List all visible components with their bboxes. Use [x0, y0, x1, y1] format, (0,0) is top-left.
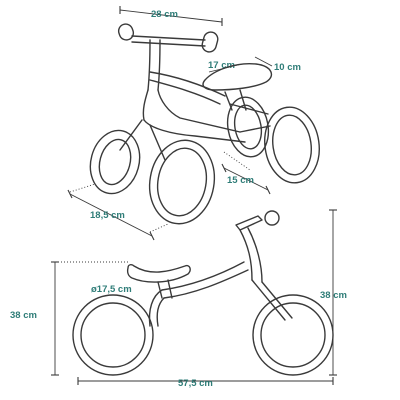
front-wheel-left	[89, 129, 141, 195]
front-axle-width-dimension: 18,5 cm	[67, 183, 169, 241]
rear-wheel-right	[264, 106, 320, 184]
rear-axle-width-label: 15 cm	[227, 175, 254, 186]
total-length-dimension: 57,5 cm	[77, 377, 334, 389]
side-rear-wheel	[72, 294, 154, 376]
total-height-label: 38 cm	[320, 290, 347, 301]
seat-width-label: 10 cm	[274, 62, 301, 73]
wheel-diameter-label: ø17,5 cm	[91, 284, 132, 295]
side-front-wheel	[252, 294, 334, 376]
handlebar-width-label: 28 cm	[151, 9, 178, 20]
perspective-view: 28 cm 17 cm 10 cm	[67, 6, 320, 241]
total-length-label: 57,5 cm	[178, 378, 213, 389]
seat-length-label: 17 cm	[208, 60, 235, 71]
seat-width-dimension: 10 cm	[254, 56, 301, 73]
frame	[119, 71, 271, 161]
side-view: ø17,5 cm 38 cm 38 cm	[10, 209, 347, 389]
seat-length-dimension: 17 cm	[208, 60, 243, 73]
handlebar-grip	[264, 210, 280, 226]
front-axle-width-label: 18,5 cm	[90, 210, 125, 221]
seat-height-label: 38 cm	[10, 310, 37, 321]
front-wheel-right	[148, 139, 216, 225]
total-height-dimension: 38 cm	[320, 209, 347, 376]
handlebar-stem	[235, 215, 263, 231]
seat-height-dimension: 38 cm	[10, 261, 128, 376]
handlebar	[117, 23, 219, 91]
side-seat	[126, 264, 191, 283]
handlebar-width-dimension: 28 cm	[119, 6, 223, 26]
rear-axle-width-dimension: 15 cm	[221, 151, 271, 195]
